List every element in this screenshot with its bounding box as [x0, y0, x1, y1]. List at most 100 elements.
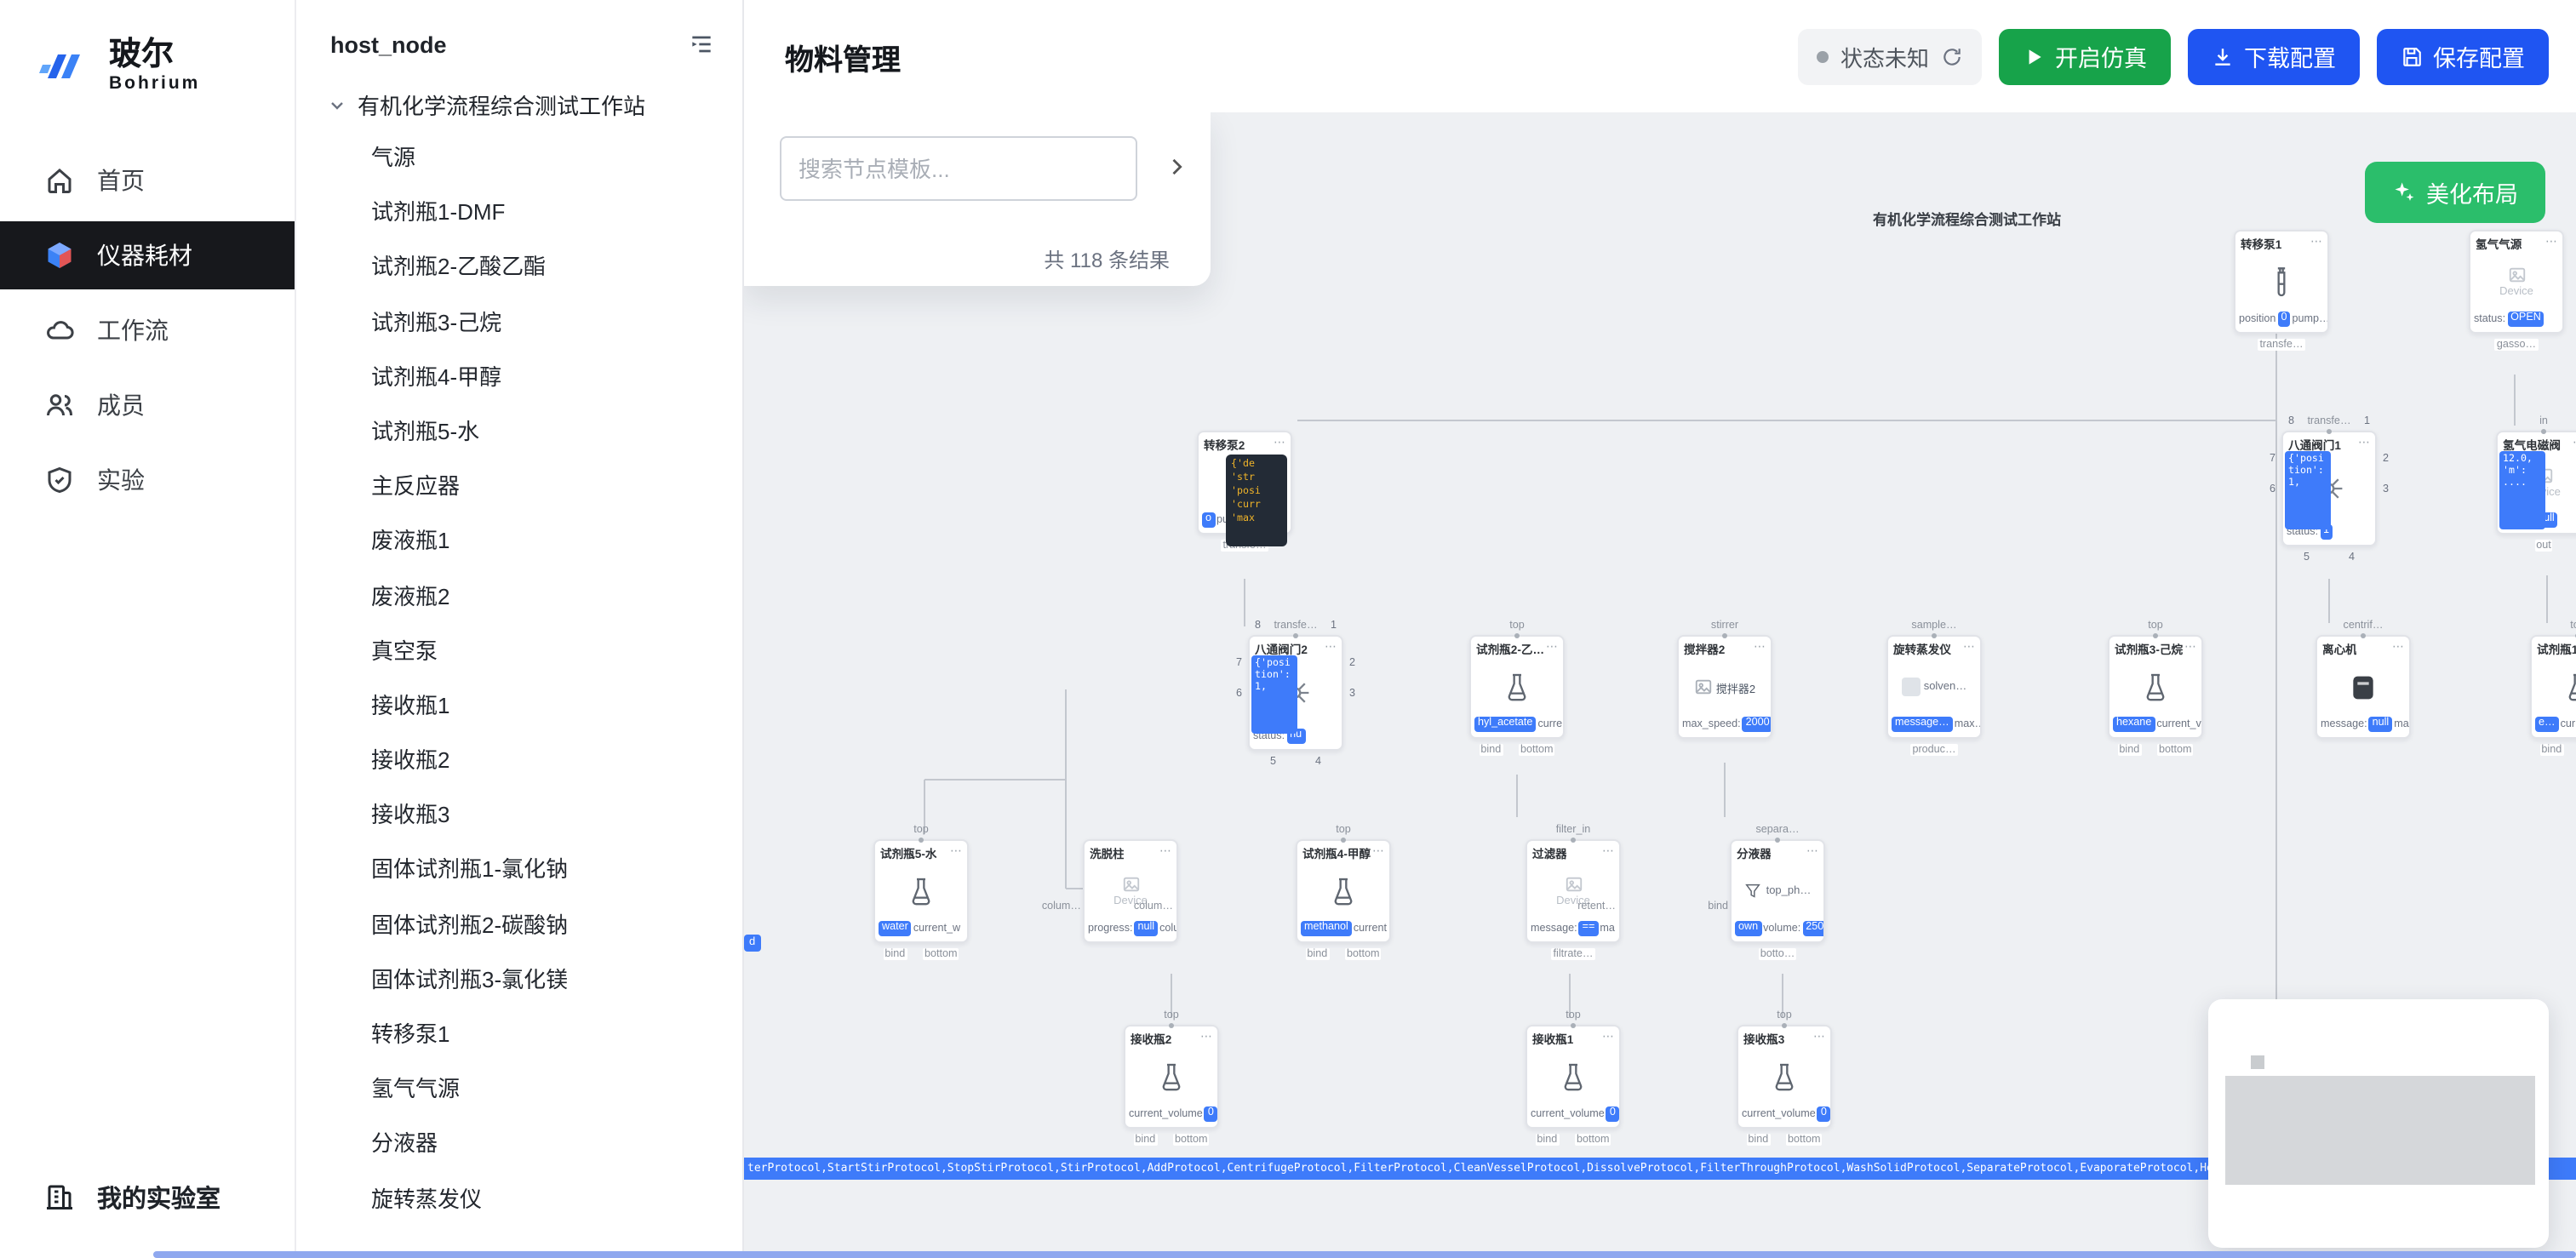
download-config-button[interactable]: 下载配置: [2188, 28, 2360, 84]
node-menu-icon[interactable]: ⋯: [1159, 846, 1171, 858]
node-label: 转移泵1: [2241, 240, 2282, 252]
port-label-top: top: [1509, 620, 1525, 632]
save-config-label: 保存配置: [2433, 46, 2525, 71]
tree-item-16[interactable]: 转移泵1: [371, 1021, 450, 1047]
tree-item-11[interactable]: 接收瓶2: [371, 747, 450, 774]
node-menu-icon[interactable]: ⋯: [950, 846, 962, 858]
brand-logo[interactable]: 玻尔 Bohrium: [0, 0, 295, 126]
sidebar-item-workflow[interactable]: 工作流: [0, 293, 295, 368]
start-sim-button[interactable]: 开启仿真: [1999, 28, 2171, 84]
node-menu-icon[interactable]: ⋯: [1813, 1032, 1825, 1044]
node-menu-icon[interactable]: ⋯: [1200, 1032, 1212, 1044]
port-labels-bottom: out: [2498, 539, 2576, 551]
tree-item-17[interactable]: 氢气气源: [371, 1076, 461, 1102]
node-label: 离心机: [2322, 645, 2357, 657]
node-badge: OPEN: [2507, 312, 2545, 326]
collapse-search-button[interactable]: [1156, 148, 1197, 189]
node-menu-icon[interactable]: ⋯: [1754, 642, 1766, 654]
port-labels-bottom: filtrate…: [1527, 947, 1619, 959]
sidebar-item-home[interactable]: 首页: [0, 143, 295, 218]
node-menu-icon[interactable]: ⋯: [1325, 642, 1337, 654]
horizontal-scrollbar[interactable]: [153, 1251, 2576, 1258]
node-elution-column[interactable]: 洗脱柱⋯Deviceprogress:nullcolucolum…colum…: [1042, 839, 1178, 942]
node-menu-icon[interactable]: ⋯: [1602, 846, 1614, 858]
sidebar-item-members[interactable]: 成员: [0, 368, 295, 443]
sidebar-item-my-lab[interactable]: 我的实验室: [0, 1159, 295, 1234]
node-menu-icon[interactable]: ⋯: [1274, 437, 1285, 449]
node-menu-icon[interactable]: ⋯: [1963, 642, 1975, 654]
tree-item-19[interactable]: 旋转蒸发仪: [371, 1186, 483, 1212]
node-label: 洗脱柱: [1090, 849, 1125, 861]
port-label-top: top: [1777, 1009, 1792, 1021]
minimap[interactable]: [2208, 999, 2549, 1248]
tree-root-item[interactable]: 有机化学流程综合测试工作站: [296, 78, 742, 131]
node-menu-icon[interactable]: ⋯: [1602, 1032, 1614, 1044]
port-labels-bottom: botto…: [1732, 947, 1823, 959]
tree-item-13[interactable]: 固体试剂瓶1-氯化钠: [371, 856, 569, 883]
flask-icon: [2532, 659, 2576, 715]
sidebar-item-instruments[interactable]: 仪器耗材: [0, 221, 295, 289]
port-label: filtrate…: [1551, 947, 1595, 959]
node-transfer-pump-2[interactable]: 转移泵2⋯opump_info:transfe…{'de'str'posi'cu…: [1197, 431, 1292, 551]
node-menu-icon[interactable]: ⋯: [2573, 437, 2576, 449]
node-badge: message:: [1531, 922, 1577, 935]
node-menu-icon[interactable]: ⋯: [1372, 846, 1384, 858]
node-h2-solenoid[interactable]: 氢气电磁阀⋯Devicestatus:nullinout12.0,'m':...…: [2496, 415, 2576, 551]
node-menu-icon[interactable]: ⋯: [2184, 642, 2196, 654]
tree-item-9[interactable]: 真空泵: [371, 638, 438, 664]
tree-item-10[interactable]: 接收瓶1: [371, 692, 450, 718]
node-menu-icon[interactable]: ⋯: [1546, 642, 1558, 654]
search-input[interactable]: [780, 136, 1137, 201]
tree-item-3[interactable]: 试剂瓶3-己烷: [371, 309, 502, 335]
node-menu-icon[interactable]: ⋯: [2392, 642, 2404, 654]
node-menu-icon[interactable]: ⋯: [2358, 437, 2370, 449]
tree-item-2[interactable]: 试剂瓶2-乙酸乙酯: [371, 254, 547, 280]
node-badge: hyl_acetate: [1474, 717, 1537, 731]
tree-item-7[interactable]: 废液瓶1: [371, 528, 450, 554]
port-label-top: sample…: [1911, 620, 1957, 632]
sidebar-item-experiments[interactable]: 实验: [0, 443, 295, 517]
port-dot: [1293, 633, 1298, 638]
node-menu-icon[interactable]: ⋯: [1806, 846, 1818, 858]
node-menu-icon[interactable]: ⋯: [2545, 237, 2557, 249]
node-rotovap[interactable]: 旋转蒸发仪⋯solven…message…max…sample…produc…: [1886, 620, 1982, 755]
tree-item-6[interactable]: 主反应器: [371, 473, 461, 500]
tree-item-4[interactable]: 试剂瓶4-甲醇: [371, 363, 502, 390]
tree-item-1[interactable]: 试剂瓶1-DMF: [371, 199, 506, 226]
tree-item-8[interactable]: 废液瓶2: [371, 583, 450, 609]
tree-item-0[interactable]: 气源: [371, 145, 416, 170]
tree-item-14[interactable]: 固体试剂瓶2-碳酸钠: [371, 912, 569, 938]
tree-item-12[interactable]: 接收瓶3: [371, 802, 450, 828]
refresh-icon[interactable]: [1941, 45, 1963, 67]
beautify-layout-button[interactable]: 美化布局: [2365, 162, 2545, 223]
chevron-right-icon: [1165, 154, 1188, 183]
tree-item-15[interactable]: 固体试剂瓶3-氯化镁: [371, 966, 569, 992]
tree-item-18[interactable]: 分液器: [371, 1130, 438, 1157]
minimap-viewport[interactable]: [2225, 1076, 2535, 1185]
outline-list-icon[interactable]: [688, 31, 715, 58]
tree-item-5[interactable]: 试剂瓶5-水: [371, 418, 480, 444]
node-menu-icon[interactable]: ⋯: [2310, 237, 2322, 249]
port-label-top: in: [2539, 415, 2548, 427]
status-dot-icon: [1816, 50, 1829, 62]
save-config-button[interactable]: 保存配置: [2377, 28, 2549, 84]
node-reagent-bottle-1[interactable]: 试剂瓶1-DMF⋯e…current_voltopbindbottom: [2530, 620, 2576, 755]
